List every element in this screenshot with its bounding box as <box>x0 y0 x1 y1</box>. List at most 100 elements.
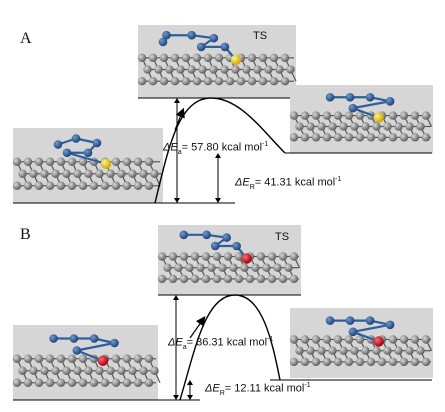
carbon-atom <box>383 346 392 355</box>
carbon-atom <box>306 346 315 355</box>
carbon-atom <box>247 53 257 63</box>
carbon-atom <box>133 354 143 363</box>
carbon-atom <box>51 366 60 375</box>
carbon-atom <box>218 263 227 272</box>
nitrogen-atom <box>202 230 211 240</box>
dopant-atom <box>230 54 242 66</box>
carbon-atom <box>344 133 354 142</box>
carbon-atom <box>300 335 310 344</box>
carbon-atom <box>240 263 249 272</box>
carbon-atom <box>350 346 359 355</box>
carbon-atom <box>34 181 44 190</box>
carbon-atom <box>40 169 49 178</box>
carbon-atom <box>399 335 409 344</box>
carbon-atom <box>45 354 55 363</box>
carbon-atom <box>258 77 268 86</box>
carbon-atom <box>196 263 205 272</box>
panel-a-reaction-energy: ΔER= 41.31 kcal mol-1 <box>235 176 342 191</box>
carbon-atom <box>122 378 132 387</box>
n-bond <box>352 323 391 333</box>
carbon-atom <box>388 133 398 142</box>
carbon-atom <box>174 263 183 272</box>
carbon-atom <box>12 181 22 190</box>
carbon-atom <box>67 354 77 363</box>
panel-b-reaction-arrow-head-top <box>187 380 193 385</box>
nitrogen-atom <box>187 30 197 40</box>
carbon-atom <box>168 274 178 284</box>
carbon-atom <box>56 181 66 190</box>
carbon-atom <box>267 274 277 284</box>
carbon-atom <box>201 274 211 284</box>
carbon-atom <box>181 77 191 86</box>
carbon-atom <box>258 53 268 63</box>
panel-a-reaction-arrow-head-top <box>215 153 221 158</box>
carbon-atom <box>339 122 348 131</box>
carbon-atom <box>284 263 293 272</box>
panel-a-direction-arrow <box>174 107 185 131</box>
carbon-atom <box>190 274 200 284</box>
nitrogen-atom <box>89 334 99 343</box>
carbon-atom <box>12 157 22 166</box>
carbon-atom <box>421 133 431 142</box>
panel-a-reaction-curve <box>154 97 286 204</box>
panel-b-activation-energy: ΔEa= 36.31 kcal mol-1 <box>168 336 274 351</box>
carbon-atom <box>144 157 154 166</box>
carbon-atom <box>322 133 332 142</box>
carbon-atom <box>78 157 88 166</box>
nitrogen-atom <box>209 33 219 43</box>
carbon-atom <box>220 65 229 74</box>
panel-a-activation-energy: ΔEa= 57.80 kcal mol-1 <box>163 141 269 156</box>
carbon-atom <box>12 378 22 387</box>
carbon-atom <box>256 252 266 261</box>
carbon-atom <box>170 77 180 86</box>
carbon-atom <box>295 346 304 355</box>
carbon-atom <box>269 53 279 63</box>
carbon-atom <box>333 111 343 120</box>
carbon-atom <box>144 354 154 363</box>
carbon-atom <box>344 357 354 367</box>
carbon-atom <box>95 366 104 375</box>
panel-b-reaction-energy: ΔER= 12.11 kcal mol-1 <box>205 382 311 397</box>
carbon-atom <box>399 133 409 142</box>
n-bond <box>66 151 107 165</box>
nitrogen-atom <box>49 334 58 343</box>
carbon-atom <box>311 357 321 367</box>
carbon-atom <box>269 77 279 86</box>
carbon-atom <box>67 378 77 387</box>
carbon-atom <box>168 252 178 261</box>
carbon-atom <box>383 122 392 131</box>
carbon-atom <box>366 133 376 142</box>
carbon-atom <box>163 263 172 272</box>
carbon-atom <box>322 111 332 120</box>
carbon-atom <box>328 346 337 355</box>
carbon-atom <box>295 122 304 131</box>
carbon-atom <box>111 157 121 166</box>
nitrogen-atom <box>345 316 355 325</box>
nitrogen-atom <box>325 92 335 102</box>
carbon-atom <box>275 65 284 74</box>
carbon-atom <box>377 357 387 367</box>
carbon-atom <box>410 133 420 142</box>
carbon-atom <box>128 366 137 375</box>
nitrogen-atom <box>365 92 375 102</box>
carbon-atom <box>225 77 235 86</box>
carbon-atom <box>289 111 299 120</box>
carbon-atom <box>111 378 121 387</box>
carbon-atom <box>289 252 299 261</box>
panel-b-ts-structure <box>157 225 301 295</box>
nitrogen-atom <box>69 334 79 343</box>
carbon-atom <box>148 77 158 86</box>
carbon-atom <box>133 181 143 190</box>
carbon-atom <box>394 346 403 355</box>
panel-a-free-n-atom <box>158 37 168 47</box>
nitrogen-atom <box>348 327 358 337</box>
carbon-atom <box>311 335 321 344</box>
carbon-atom <box>150 169 159 178</box>
carbon-atom <box>264 65 273 74</box>
panel-a-ts-structure <box>137 25 297 98</box>
carbon-atom <box>56 157 66 166</box>
carbon-atom <box>311 133 321 142</box>
carbon-atom <box>247 77 257 86</box>
carbon-atom <box>372 346 381 355</box>
carbon-atom <box>333 335 343 344</box>
